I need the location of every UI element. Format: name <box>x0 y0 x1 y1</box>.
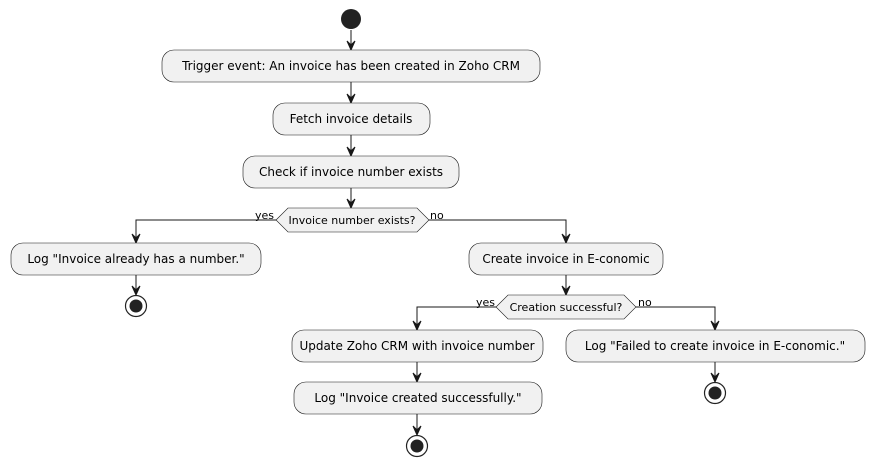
branch-label-no: no <box>430 209 444 222</box>
arrowhead <box>346 93 356 105</box>
edge-decision1-yes <box>135 219 276 238</box>
arrowhead <box>412 425 422 437</box>
action-trigger-event: Trigger event: An invoice has been creat… <box>161 49 541 83</box>
decision-invoice-number-exists-label: Invoice number exists? <box>288 214 415 227</box>
edge-decision1-no <box>429 219 567 238</box>
action-check-invoice-number-label: Check if invoice number exists <box>259 165 443 179</box>
arrowhead <box>710 320 720 332</box>
stop-node <box>405 434 429 458</box>
edge-decision2-yes <box>416 306 496 325</box>
action-log-created-successfully: Log "Invoice created successfully." <box>293 381 543 415</box>
start-node <box>341 9 361 29</box>
branch-label-yes: yes <box>476 296 495 309</box>
action-create-invoice-economic: Create invoice in E-conomic <box>468 242 664 276</box>
action-log-already-has-number-label: Log "Invoice already has a number." <box>27 252 244 266</box>
arrowhead <box>346 198 356 210</box>
arrowhead <box>131 285 141 297</box>
action-fetch-invoice-details: Fetch invoice details <box>272 102 431 136</box>
action-log-created-successfully-label: Log "Invoice created successfully." <box>314 391 521 405</box>
action-update-zoho-crm-label: Update Zoho CRM with invoice number <box>299 339 534 353</box>
arrowhead <box>561 285 571 297</box>
decision-invoice-number-exists: Invoice number exists? <box>275 207 430 233</box>
branch-label-yes: yes <box>255 209 274 222</box>
edges <box>131 30 720 437</box>
edge-decision2-no <box>636 306 716 325</box>
branch-label-no: no <box>638 296 652 309</box>
action-log-failed: Log "Failed to create invoice in E-conom… <box>565 329 866 363</box>
arrowhead <box>710 372 720 384</box>
arrowhead <box>412 372 422 384</box>
action-trigger-event-label: Trigger event: An invoice has been creat… <box>181 59 520 73</box>
decision-creation-successful: Creation successful? <box>495 294 637 320</box>
stop-node <box>124 294 148 318</box>
action-check-invoice-number: Check if invoice number exists <box>242 155 460 189</box>
action-log-failed-label: Log "Failed to create invoice in E-conom… <box>585 339 845 353</box>
stop-node <box>703 381 727 405</box>
arrowhead <box>561 233 571 245</box>
action-fetch-invoice-details-label: Fetch invoice details <box>290 112 413 126</box>
action-log-already-has-number: Log "Invoice already has a number." <box>10 242 262 276</box>
action-create-invoice-economic-label: Create invoice in E-conomic <box>482 252 649 266</box>
action-update-zoho-crm: Update Zoho CRM with invoice number <box>291 329 544 363</box>
decision-creation-successful-label: Creation successful? <box>510 301 623 314</box>
arrowhead <box>131 233 141 245</box>
arrowhead <box>346 40 356 52</box>
arrowhead <box>412 320 422 332</box>
arrowhead <box>346 146 356 158</box>
